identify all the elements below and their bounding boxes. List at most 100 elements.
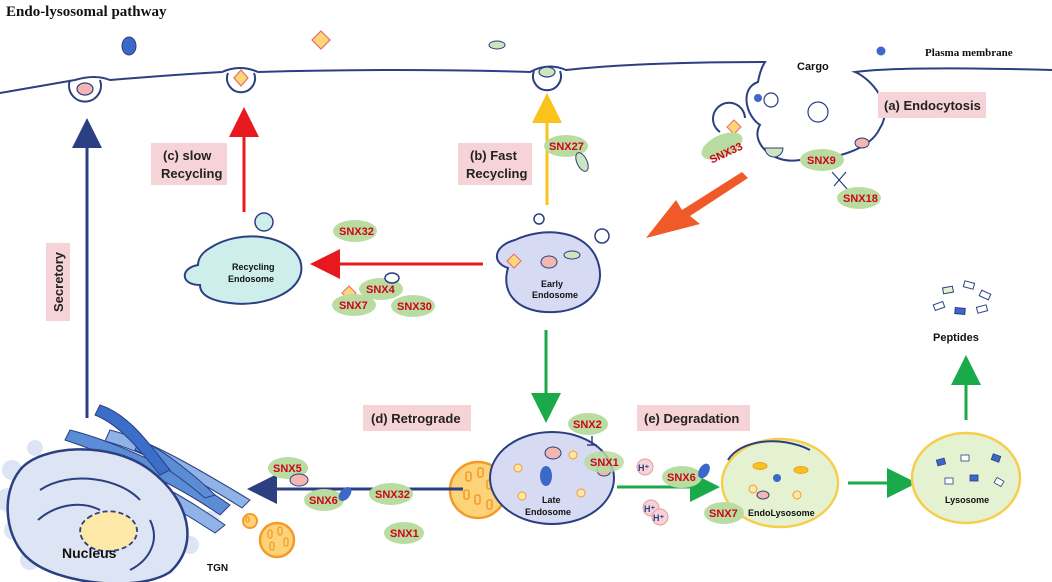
granule-endo-3 [748,484,758,494]
endolysosome-outline [727,440,811,461]
cargo-blue-snx4 [384,272,400,284]
recycling-endosome-label-1: Recycling [232,262,275,272]
cargo-diamond-early [506,253,522,269]
fast-recycling-label-1: (b) Fast [470,148,518,163]
retrograde-label: (d) Retrograde [371,411,461,426]
lysosome-label: Lysosome [945,495,989,505]
snx7-mid-label: SNX7 [339,300,368,312]
fast-recycling-box [458,143,532,185]
cargo-pink-cavity [854,137,870,149]
early-endosome-label-1: Early [541,279,563,289]
proton-2-label: H⁺ [644,504,655,514]
cargo-blue-snx6-deg [698,463,710,479]
cargo-green-half [764,147,784,158]
secretory-box [46,243,70,321]
snx1-ret-label: SNX1 [390,528,419,540]
cargo-pink-snx5 [289,473,309,487]
late-endosome-label-1: Late [542,495,561,505]
cargo-pink-early [540,255,558,269]
vesicle-cavity-large [807,101,829,123]
snx9-snx18-arrow [831,171,849,191]
snx32-ret-blob [369,483,413,505]
nucleus-label: Nucleus [62,545,117,561]
granule-endo-2 [793,466,809,474]
slow-recycling-box [151,143,227,185]
pit-fast-recycling [532,70,562,92]
free-peptides [932,280,992,315]
fast-recycling-label-2: Recycling [466,166,527,181]
nucleolus [79,510,138,552]
snx1-late-blob [584,451,624,473]
granule-late-3 [576,488,586,498]
cargo-blue-snx6 [338,487,352,501]
lysosome [910,431,1022,525]
endolysosome [720,437,840,529]
cargo-blue-endo [773,474,781,482]
slow-recycling-label-2: Recycling [161,166,222,181]
proton-1 [636,458,654,476]
granule-endo-1 [752,462,768,470]
peptides-label: Peptides [933,332,979,344]
plasma-membrane-label: Plasma membrane [925,47,1013,59]
snx18-label: SNX18 [843,193,878,205]
endolysosome-label: EndoLysosome [748,508,815,518]
snx1-ret-blob [384,522,424,544]
snx2-inhibit [587,436,597,446]
snx33-blob [701,132,743,160]
snx6-deg-label: SNX6 [667,472,696,484]
cargo-pink-secretory [76,82,94,96]
vesicle-early-2 [594,228,610,244]
cargo-green-fast [538,66,556,78]
snx6-deg-blob [662,466,702,488]
diagram-title: Endo-lysosomal pathway [6,4,167,20]
cargo-green-early [563,250,581,260]
cargo-blue-late [540,466,552,486]
snx33-vesicle [712,101,746,133]
snx7-deg-label: SNX7 [709,508,738,520]
snx2-label: SNX2 [573,419,602,431]
endocytosis-box [878,92,986,118]
proton-3 [651,508,669,526]
cargo-blue-float [121,36,137,56]
snx5-label: SNX5 [273,463,302,475]
granule-late-4 [568,450,578,460]
snx7-mid-blob [332,294,376,316]
cargo-diamond-slow [233,69,249,87]
snx18-blob [837,187,881,209]
tgn-vesicle-large [258,521,296,559]
endocytosis-arrow [646,172,748,238]
cargo-diamond-float [311,30,331,50]
degradation-box [637,405,750,431]
granule-late-2 [517,491,527,501]
snx6-ret-label: SNX6 [309,495,338,507]
granule-late-1 [513,463,523,473]
nuclear-envelope [37,477,155,571]
cargo-green-float [488,40,506,50]
snx30-label: SNX30 [397,301,432,313]
late-endosome-vesicle-granules [463,467,493,510]
tgn-label: TGN [207,563,228,574]
snx2-blob [568,413,608,435]
early-endosome-label-2: Endosome [532,290,578,300]
slow-recycling-label-1: (c) slow [163,148,212,163]
snx6-ret-blob [304,489,344,511]
vesicle-recycling [254,212,274,232]
vesicle-early-1 [533,213,545,225]
retrograde-box [363,405,471,431]
snx32-ret-label: SNX32 [375,489,410,501]
pit-slow-recycling [226,72,256,94]
snx9-label: SNX9 [807,155,836,167]
vesicle-cavity [763,92,779,108]
late-endosome-label-2: Endosome [525,507,571,517]
late-endosome [489,431,615,525]
snx7-deg-blob [704,502,744,524]
snx32-top-blob [333,220,377,242]
cargo-blue-cavity [754,94,762,102]
cargo-pink-endo [756,490,770,500]
endocytosis-label: (a) Endocytosis [884,98,981,113]
recycling-endosome [183,235,303,305]
snx30-blob [391,295,435,317]
degradation-label: (e) Degradation [644,411,739,426]
